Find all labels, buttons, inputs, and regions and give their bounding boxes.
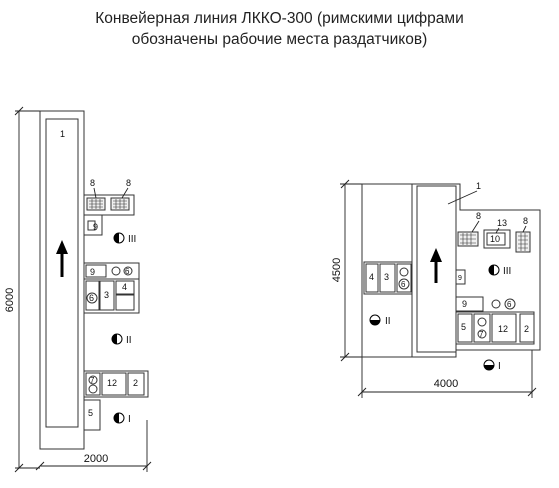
right-label-10: 10 (490, 234, 500, 244)
left-dim-6000: 6000 (4, 288, 16, 312)
title-line-1: Конвейерная линия ЛККО-300 (римскими циф… (95, 10, 464, 27)
title-line-2: обозначены рабочие места раздатчиков) (131, 31, 428, 48)
right-unit-9-small (455, 269, 466, 285)
right-label-2: 2 (524, 324, 529, 334)
right-label-7: 7 (479, 330, 484, 339)
left-unit-5 (83, 399, 101, 431)
right-dim-horizontal: 4000 (357, 350, 537, 398)
right-label-3: 3 (384, 272, 389, 282)
left-label-3: 3 (104, 290, 109, 300)
left-label-5: 5 (88, 408, 93, 418)
right-label-8a: 8 (476, 211, 481, 221)
right-label-6: 6 (401, 280, 406, 289)
left-dim-horizontal: 2000 (35, 420, 152, 472)
right-label-4: 4 (369, 272, 374, 282)
right-bottom-equipment: 9 6 5 7 12 2 (455, 296, 535, 345)
left-station-II-label: II (126, 335, 132, 346)
left-label-9-mid: 9 (90, 267, 95, 277)
right-label-9: 9 (462, 299, 467, 309)
right-dim-4500: 4500 (331, 258, 343, 282)
left-top-equipment: 8 8 9 (83, 178, 135, 236)
right-dim-vertical: 4500 (331, 179, 362, 362)
right-plan: 4500 4000 1 4 3 (331, 179, 541, 398)
left-label-9-top: 9 (93, 222, 98, 232)
right-direction-arrow-icon (430, 248, 442, 283)
right-station-III: III (488, 264, 511, 277)
left-station-I-label: I (128, 414, 131, 425)
left-label-12: 12 (107, 378, 117, 388)
left-label-8b: 8 (126, 178, 131, 188)
right-top-equipment: 8 10 13 8 (457, 211, 531, 253)
left-direction-arrow-icon (56, 240, 68, 277)
right-station-III-label: III (503, 266, 511, 277)
right-label-12: 12 (498, 324, 508, 334)
right-conveyor-label: 1 (476, 181, 481, 191)
right-station-II: II (369, 314, 391, 327)
right-station-II-label: II (385, 316, 391, 327)
right-label-9-small: 9 (458, 275, 462, 282)
right-label-8b: 8 (523, 216, 528, 226)
right-station-I: I (483, 359, 501, 372)
left-label-6-small: 6 (125, 267, 130, 276)
left-station-II: II (111, 333, 132, 346)
right-station-I-label: I (498, 361, 501, 372)
right-label-13: 13 (497, 218, 507, 228)
left-bottom-equipment: 7 12 2 5 (83, 370, 149, 431)
left-station-I: I (113, 412, 131, 425)
right-grid-unit-b (515, 231, 531, 253)
diagram-title: Конвейерная линия ЛККО-300 (римскими циф… (0, 8, 559, 50)
left-label-6: 6 (89, 293, 94, 303)
right-label-5: 5 (461, 322, 466, 332)
right-left-equipment: 4 3 6 (363, 261, 413, 295)
left-label-7: 7 (90, 376, 95, 385)
right-unit-9 (455, 296, 484, 312)
right-dim-4000: 4000 (434, 378, 458, 390)
left-station-III: III (113, 232, 136, 245)
left-station-III-label: III (128, 234, 136, 245)
left-label-2: 2 (133, 378, 138, 388)
left-conveyor-label: 1 (60, 129, 65, 139)
left-middle-equipment: 9 6 6 3 4 (83, 262, 140, 314)
left-plan: 6000 2000 1 8 8 (4, 106, 152, 473)
left-dim-2000: 2000 (84, 453, 108, 465)
left-label-4: 4 (122, 282, 127, 292)
right-label-6b: 6 (507, 300, 512, 309)
left-label-8a: 8 (90, 178, 95, 188)
